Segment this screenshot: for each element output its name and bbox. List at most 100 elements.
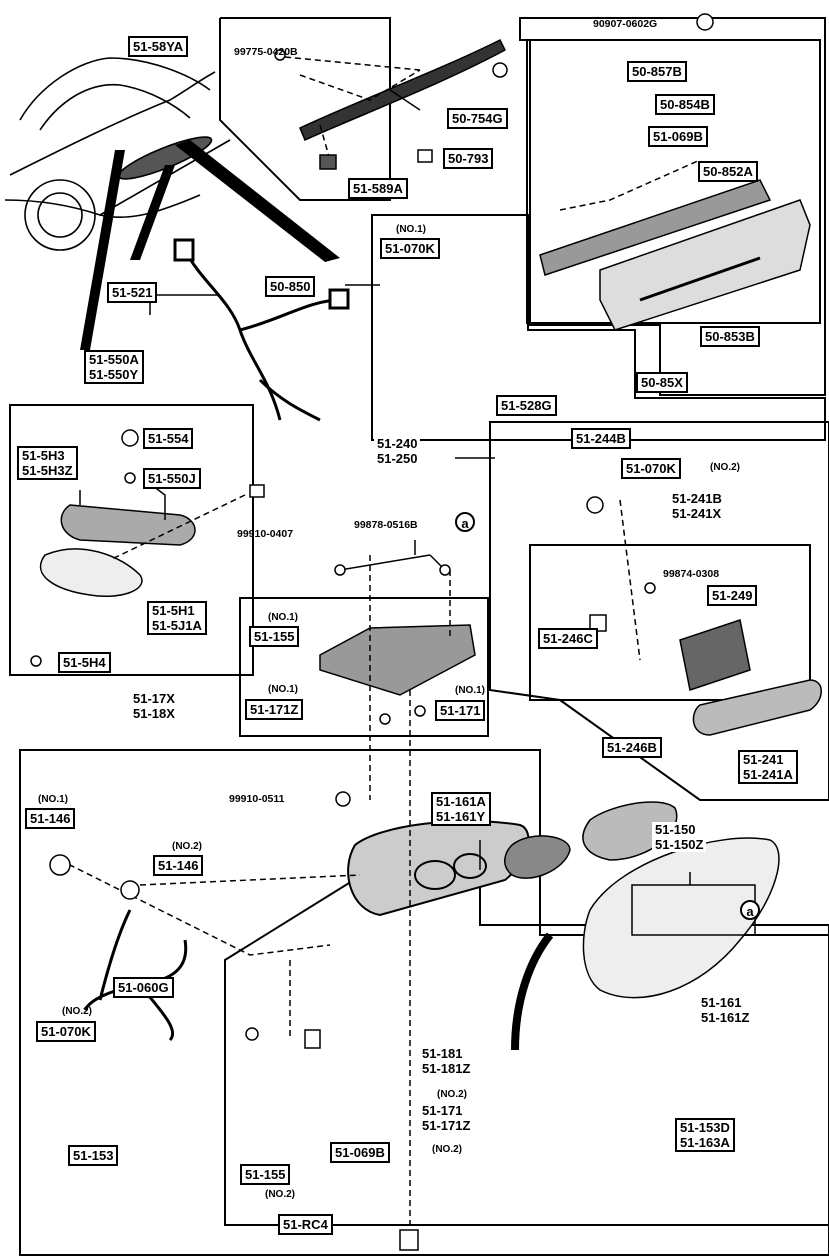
label-51-528G: 51-528G bbox=[496, 395, 557, 416]
side-lamp-lens bbox=[692, 679, 822, 736]
label-51-5H1: 51-5H1 51-5J1A bbox=[147, 601, 207, 635]
label-51-58YA: 51-58YA bbox=[128, 36, 189, 57]
side-lamp-socket bbox=[679, 619, 751, 691]
label-51-RC4: 51-RC4 bbox=[278, 1214, 333, 1235]
label-51-246B: 51-246B bbox=[602, 737, 662, 758]
label-51-153: 51-153 bbox=[68, 1145, 119, 1166]
note-no1-146: (NO.1) bbox=[38, 794, 68, 805]
screw-51-155-no2 bbox=[245, 1027, 259, 1041]
box-51-17X bbox=[239, 597, 489, 737]
box-50-85X bbox=[519, 17, 826, 396]
box-50-853B-inner bbox=[526, 39, 821, 324]
label-51-171: 51-171 bbox=[435, 700, 486, 721]
side-marker-lens bbox=[39, 504, 196, 597]
harness-51-521 bbox=[173, 238, 350, 422]
nut-51-171 bbox=[414, 705, 426, 717]
label-51-246C: 51-246C bbox=[538, 628, 598, 649]
box-51-150 bbox=[19, 749, 829, 1256]
screw-99874-0308 bbox=[644, 582, 656, 594]
screw-a-left bbox=[334, 564, 346, 576]
clip-51-589A bbox=[319, 154, 337, 170]
label-51-155-bottom: 51-155 bbox=[240, 1164, 291, 1185]
box-50-850 bbox=[371, 214, 826, 441]
label-51-550A: 51-550A 51-550Y bbox=[84, 350, 144, 384]
pointer-wedges bbox=[80, 140, 340, 350]
bulb-51-554 bbox=[121, 429, 139, 447]
reference-circle-a-top: a bbox=[455, 512, 475, 532]
part-number-90907-0602G: 90907-0602G bbox=[593, 18, 658, 30]
note-no2-070K-bottom: (NO.2) bbox=[62, 1006, 92, 1017]
bulb-51-550J bbox=[124, 472, 136, 484]
label-51-161: 51-161 51-161Z bbox=[698, 995, 753, 1025]
label-51-241B: 51-241B 51-241X bbox=[669, 491, 725, 521]
rear-combination-lamp bbox=[347, 820, 530, 917]
bolt-99775-0420B bbox=[274, 49, 286, 61]
nut-90907-0602G bbox=[696, 13, 714, 31]
note-no1-070K: (NO.1) bbox=[396, 224, 426, 235]
label-50-857B: 50-857B bbox=[627, 61, 687, 82]
label-51-589A: 51-589A bbox=[348, 178, 408, 199]
label-51-146-no2: 51-146 bbox=[153, 855, 204, 876]
label-51-550J: 51-550J bbox=[143, 468, 201, 489]
label-51-240: 51-240 51-250 bbox=[374, 436, 421, 466]
label-51-060G: 51-060G bbox=[113, 977, 174, 998]
bulb-51-070K-no2 bbox=[586, 496, 604, 514]
grommet-51-246C bbox=[589, 614, 607, 632]
reference-circle-a-bottom: a bbox=[740, 900, 760, 920]
label-51-070K-no2: 51-070K bbox=[621, 458, 681, 479]
note-no2-070K: (NO.2) bbox=[710, 462, 740, 473]
label-51-249: 51-249 bbox=[707, 585, 758, 606]
label-51-181: 51-181 51-181Z bbox=[419, 1046, 474, 1076]
note-no1-155: (NO.1) bbox=[268, 612, 298, 623]
label-50-852A: 50-852A bbox=[698, 161, 758, 182]
box-51-550A bbox=[9, 404, 254, 676]
note-no2-146: (NO.2) bbox=[172, 841, 202, 852]
screw-a-right bbox=[439, 564, 451, 576]
part-number-99878-0516B: 99878-0516B bbox=[354, 519, 418, 531]
label-51-521: 51-521 bbox=[107, 282, 158, 303]
note-no2-171: (NO.2) bbox=[432, 1144, 462, 1155]
label-50-850: 50-850 bbox=[265, 276, 316, 297]
part-number-99775-0420B: 99775-0420B bbox=[234, 46, 298, 58]
bracket-51-155 bbox=[319, 624, 476, 696]
label-51-244B: 51-244B bbox=[571, 428, 631, 449]
label-51-554: 51-554 bbox=[143, 428, 194, 449]
label-51-171-bottom: 51-171 51-171Z bbox=[419, 1103, 474, 1133]
label-51-161A: 51-161A 51-161Y bbox=[431, 792, 491, 826]
clip-51-069B-bottom bbox=[304, 1029, 321, 1049]
harness-51-153 bbox=[83, 909, 188, 1042]
part-number-99910-0407: 99910-0407 bbox=[237, 528, 294, 540]
note-no1-171: (NO.1) bbox=[455, 685, 485, 696]
label-50-754G: 50-754G bbox=[447, 108, 508, 129]
label-51-171Z: 51-171Z bbox=[245, 699, 304, 720]
note-no1-171Z: (NO.1) bbox=[268, 684, 298, 695]
lamp-bar-852A bbox=[539, 179, 772, 276]
clip-99910-0407 bbox=[249, 484, 265, 498]
label-51-153D: 51-153D 51-163A bbox=[675, 1118, 735, 1152]
label-51-241: 51-241 51-241A bbox=[738, 750, 798, 784]
clip-99910-0511 bbox=[335, 791, 351, 807]
label-51-155-top: 51-155 bbox=[249, 626, 300, 647]
screw-51-5H4 bbox=[30, 655, 42, 667]
rear-garnish-part bbox=[299, 38, 506, 142]
label-51-069B-bottom: 51-069B bbox=[330, 1142, 390, 1163]
label-51-5H3: 51-5H3 51-5H3Z bbox=[17, 446, 78, 480]
note-no2-155: (NO.2) bbox=[265, 1189, 295, 1200]
bulbs-fasteners bbox=[30, 13, 714, 1251]
label-51-150: 51-150 51-150Z bbox=[652, 822, 707, 852]
label-51-070K-top: 51-070K bbox=[380, 238, 440, 259]
label-51-069B-top: 51-069B bbox=[648, 126, 708, 147]
part-number-99910-0511: 99910-0511 bbox=[229, 793, 285, 805]
label-51-146-no1: 51-146 bbox=[25, 808, 76, 829]
note-no2-181: (NO.2) bbox=[437, 1089, 467, 1100]
label-51-070K-bottom: 51-070K bbox=[36, 1021, 96, 1042]
label-50-854B: 50-854B bbox=[655, 94, 715, 115]
socket-51-146-no2 bbox=[120, 880, 140, 900]
clip-50-793 bbox=[417, 149, 433, 163]
label-51-5H4: 51-5H4 bbox=[58, 652, 111, 673]
label-50-793: 50-793 bbox=[443, 148, 494, 169]
nut-51-171Z bbox=[379, 713, 391, 725]
socket-51-146-no1 bbox=[49, 854, 71, 876]
